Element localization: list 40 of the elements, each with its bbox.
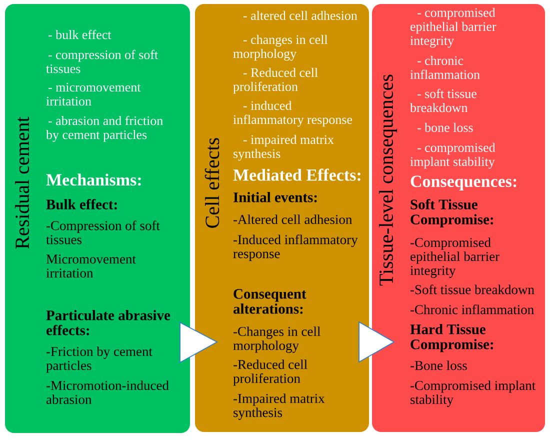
subheading: Initial events: [233,192,317,202]
bullet-text: - changes in cell morphology [233,34,328,61]
subheading: Consequent alterations: [233,289,306,314]
bullet-text: - chronic inflammation [410,56,480,79]
bullet-text: - compression of soft tissues [46,50,158,74]
bullet-text: - micromovement irritation [46,82,141,106]
list-item: -Micromotion-induced abrasion [46,380,169,404]
list-item: -Altered cell adhesion [234,214,352,224]
list-item: -Reduced cell proliferation [233,360,308,386]
list-item: -Compression of soft tissues [46,220,160,244]
vertical-title: Residual cement [14,116,30,249]
bullet-text: - impaired matrix synthesis [234,134,334,161]
subheading: Bulk effect: [46,199,117,210]
vertical-title: Cell effects [204,138,220,228]
list-item: -Compromised implant stability [410,380,536,407]
bullet-text: - abrasion and friction by cement particles [46,116,163,142]
bullet-text: - bulk effect [48,30,112,40]
list-item: -Changes in cell morphology [233,326,320,353]
bullet-text: - bone loss [418,122,473,132]
subheading: Soft Tissue Compromise: [410,199,493,228]
list-item: -Bone loss [410,360,467,370]
bullet-text: - soft tissue breakdown [410,88,476,112]
section-heading: Consequences: [410,176,516,191]
list-item: Micromovement irritation [46,254,136,278]
section-heading: Mechanisms: [46,174,141,186]
bullet-text: - compromised implant stability [410,142,496,169]
list-item: -Chronic inflammation [410,304,534,314]
list-item: -Soft tissue breakdown [410,284,534,294]
bullet-text: - Reduced cell proliferation [233,68,318,94]
list-item: -Induced inflammatory response [233,234,358,261]
subheading: Hard Tissue Compromise: [410,324,493,352]
bullet-text: - induced inflammatory response [233,100,352,127]
section-heading: Mediated Effects: [233,168,360,181]
bullet-text: - compromised epithelial barrier integrity [410,8,496,48]
list-item: -Impaired matrix synthesis [234,394,325,420]
vertical-title: Tissue-level consequences [378,74,398,286]
bullet-text: - altered cell adhesion [243,10,358,20]
list-item: -Friction by cement particles [46,346,152,373]
list-item: -Compromised epithelial barrier integrity [410,238,500,278]
subheading: Particulate abrasive effects: [46,310,170,336]
